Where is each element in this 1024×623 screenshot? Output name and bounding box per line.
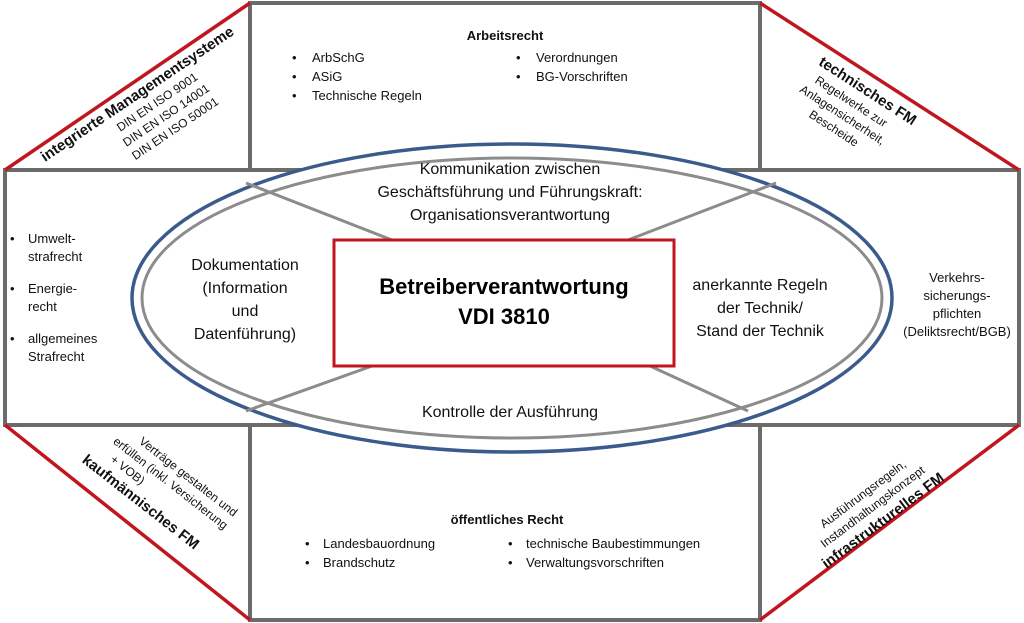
- center-title-line: VDI 3810: [458, 304, 550, 329]
- list-item: recht: [28, 299, 57, 314]
- list-item: Umwelt-: [28, 231, 76, 246]
- list-item: Verwaltungsvorschriften: [526, 555, 664, 570]
- list-item: ASiG: [312, 69, 342, 84]
- list-item: BG-Vorschriften: [536, 69, 628, 84]
- corner-top-right: technisches FM Regelwerke zur Anlagensic…: [797, 53, 919, 149]
- list-item: technische Baubestimmungen: [526, 536, 700, 551]
- diagonal-bottom-left: [3, 423, 252, 622]
- svg-text:•: •: [292, 69, 297, 84]
- ellipse-right-text: der Technik/: [717, 300, 804, 317]
- list-item: Technische Regeln: [312, 88, 422, 103]
- ellipse-left-text: und: [232, 303, 259, 320]
- center-title-line: Betreiberverantwortung: [379, 274, 628, 299]
- list-item: strafrecht: [28, 249, 83, 264]
- svg-text:•: •: [508, 555, 513, 570]
- right-text: Verkehrs-: [929, 270, 985, 285]
- ellipse-left-text: Datenführung): [194, 326, 296, 343]
- ellipse-dividers: [245, 181, 777, 413]
- svg-text:•: •: [10, 281, 15, 296]
- right-section: Verkehrs- sicherungs- pflichten (Delikts…: [903, 270, 1011, 339]
- svg-text:•: •: [305, 536, 310, 551]
- ellipse-left-text: (Information: [202, 280, 287, 297]
- right-text: (Deliktsrecht/BGB): [903, 324, 1011, 339]
- svg-text:•: •: [10, 231, 15, 246]
- svg-text:•: •: [516, 50, 521, 65]
- ellipse-bottom-text: Kontrolle der Ausführung: [422, 404, 598, 421]
- top-title: Arbeitsrecht: [467, 28, 544, 43]
- diagonal-top-right: [759, 1, 1020, 172]
- center-title: Betreiberverantwortung VDI 3810: [379, 274, 628, 329]
- ellipse-right-text: Stand der Technik: [696, 323, 825, 340]
- bottom-section: öffentliches Recht • Landesbauordnung • Br…: [305, 512, 700, 570]
- corner-top-left: integrierte Managementsysteme DIN EN ISO…: [38, 23, 238, 165]
- list-item: Strafrecht: [28, 349, 85, 364]
- bottom-title: öffentliches Recht: [451, 512, 564, 527]
- svg-text:•: •: [10, 331, 15, 346]
- svg-text:•: •: [516, 69, 521, 84]
- right-text: sicherungs-: [923, 288, 990, 303]
- corner-bottom-right: Ausführungsregeln, Instandhaltungskonzep…: [817, 457, 947, 572]
- svg-text:•: •: [508, 536, 513, 551]
- ellipse-top-text: Organisationsverantwortung: [410, 207, 610, 224]
- ellipse-right-text: anerkannte Regeln: [692, 277, 827, 294]
- list-item: Energie-: [28, 281, 77, 296]
- svg-text:•: •: [305, 555, 310, 570]
- diagonal-top-left: [4, 1, 251, 172]
- list-item: Landesbauordnung: [323, 536, 435, 551]
- list-item: ArbSchG: [312, 50, 365, 65]
- right-text: pflichten: [933, 306, 981, 321]
- ellipse-top-text: Geschäftsführung und Führungskraft:: [377, 184, 642, 201]
- left-section: • Umwelt- strafrecht • Energie- recht • …: [10, 231, 98, 364]
- list-item: Verordnungen: [536, 50, 618, 65]
- corner-bottom-left: Verträge gestalten und erfüllen (inkl. V…: [79, 434, 240, 553]
- ellipse-top-text: Kommunikation zwischen: [420, 161, 601, 178]
- diagonal-bottom-right: [758, 423, 1021, 622]
- svg-text:•: •: [292, 88, 297, 103]
- svg-text:•: •: [292, 50, 297, 65]
- top-section: Arbeitsrecht • ArbSchG • ASiG • Technische …: [292, 28, 628, 103]
- octagon-diagonals: [3, 1, 1021, 622]
- list-item: Brandschutz: [323, 555, 395, 570]
- list-item: allgemeines: [28, 331, 98, 346]
- ellipse-left-text: Dokumentation: [191, 257, 299, 274]
- center-box: [332, 238, 676, 368]
